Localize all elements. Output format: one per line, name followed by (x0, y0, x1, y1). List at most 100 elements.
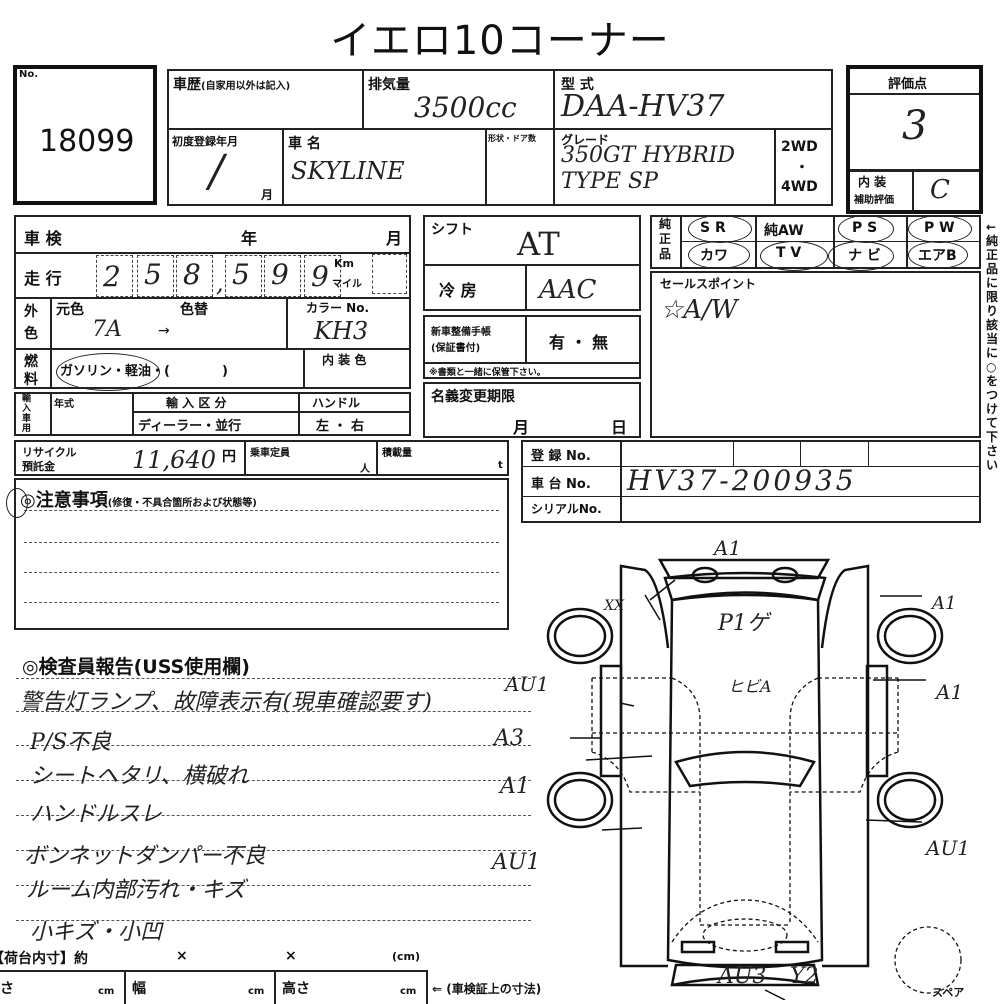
rear-window (674, 750, 816, 788)
lot-no-label: No. (19, 69, 39, 80)
exterior-label-2: 色 (24, 326, 38, 342)
cargo-width-label: 幅 (132, 981, 146, 997)
mark-left-door: A1 (500, 774, 530, 799)
mileage-comma: , (216, 269, 224, 297)
interior-label: 内 装 (858, 175, 887, 189)
mark-left-rear-fender: AU1 (505, 672, 550, 696)
color-no-value: KH3 (314, 317, 369, 345)
history-label: 車歴 (173, 77, 201, 93)
inspector-title: ◎検査員報告(USS使用欄) (22, 656, 250, 678)
orig-color-value: 7A (92, 317, 122, 342)
drive-4wd: 4WD (781, 179, 818, 195)
mileage-label: 走 行 (24, 269, 62, 288)
mark-rear-glass: ヒビA (728, 677, 772, 696)
cargo-height-label: 高さ (282, 981, 310, 997)
sales-point-label: セールスポイント (660, 277, 757, 291)
notes-subtitle: (修復・不具合箇所および状態等) (107, 498, 257, 509)
reg-no-label: 登 録 No. (531, 449, 591, 464)
ac-label: 冷 房 (439, 281, 477, 300)
mark-right-front: AU1 (926, 836, 971, 860)
right-door-open (820, 564, 870, 676)
genuine-label: 純正品 (659, 217, 672, 261)
cargo-height-unit: cm (400, 986, 417, 997)
score-box: 評価点 3 内 装 補助評価 C (846, 65, 983, 214)
mark-left-quarter: XX (604, 598, 624, 614)
import-year-label: 年式 (54, 399, 74, 410)
shift-label: シフト (431, 222, 473, 238)
mileage-digit: 8 (183, 258, 201, 291)
cargo-width-unit: cm (248, 986, 265, 997)
genuine-side-note: ←純正品に限り該当に○をつけて下さい (986, 220, 999, 472)
chassis-no-value: HV37-200935 (627, 464, 857, 497)
option-alloy-wheel[interactable]: 純AW (764, 223, 804, 239)
displacement-label: 排気量 (368, 77, 410, 93)
maintenance-sub-label: (保証書付) (431, 343, 481, 354)
mileage-digit: 2 (103, 260, 121, 293)
cargo-length-label: 長さ (0, 981, 14, 997)
sales-point-box: セールスポイント ☆A/W (650, 271, 981, 438)
inspector-line: シートヘタリ、横破れ (30, 764, 249, 789)
mark-front-bumper-2: Y2 (790, 964, 819, 989)
maintenance-options: 有 ・ 無 (549, 333, 609, 352)
first-reg-label: 初度登録年月 (172, 135, 238, 148)
left-door-open (619, 564, 670, 676)
name-change-block: 名義変更期限 月 日 (423, 382, 641, 438)
inspector-line: 小キズ・小凹 (30, 920, 163, 945)
recycle-unit: 円 (222, 449, 236, 465)
grade-line2: TYPE SP (561, 169, 658, 194)
mileage-digit: 9 (271, 258, 289, 291)
score-value: 3 (902, 103, 928, 149)
sheet-title: イエロ10コーナー (330, 18, 670, 64)
spare-tire (894, 926, 962, 994)
recycle-value: 11,640 (132, 446, 216, 474)
model-code-label: 型 式 (561, 77, 594, 93)
maintenance-block: 新車整備手帳 (保証書付) 有 ・ 無 ※書類と一緒に保管下さい。 (423, 315, 641, 379)
car-name-label: 車 名 (288, 136, 321, 152)
inspector-line: P/S不良 (30, 730, 112, 755)
first-reg-month: 月 (261, 188, 274, 202)
inspector-line: 警告灯ランプ、故障表示有(現車確認要す) (20, 690, 432, 715)
mileage-digit: 5 (144, 258, 162, 291)
lot-number-box: No. 18099 (13, 65, 157, 205)
ac-value: AAC (539, 275, 597, 305)
wheel-front-left (553, 614, 607, 658)
notes-box: ◎注意事項(修復・不具合箇所および状態等) (14, 478, 509, 630)
car-name-value: SKYLINE (291, 157, 405, 185)
fuel-label-1: 燃 (24, 354, 38, 370)
inspection-label: 車 検 (24, 229, 62, 248)
chassis-no-label: 車 台 No. (531, 477, 591, 492)
spare-label: スペア (932, 986, 965, 999)
car-body (666, 591, 824, 969)
recycle-label: リサイクル (22, 446, 77, 459)
notes-title: ◎注意事項 (20, 490, 108, 511)
grade-label: グレード (561, 133, 610, 147)
genuine-parts-block: 純正品 S R 純AW P S P W カワ T V ナ ビ エアB (650, 215, 981, 271)
maintenance-label: 新車整備手帳 (431, 327, 491, 338)
inspection-block: 車 検 年 月 走 行 2 5 8 , 5 9 9 Km マイル 外 色 元色 … (14, 215, 411, 391)
handle-label: ハンドル (312, 396, 361, 410)
history-note: (自家用以外は記入) (201, 81, 291, 92)
capacity-label: 乗車定員 (250, 448, 290, 459)
import-label: 輸入車用 (22, 394, 32, 434)
model-code-value: DAA-HV37 (561, 89, 725, 124)
mileage-digits: 2 5 8 , 5 9 9 (82, 253, 352, 297)
recycle-sub-label: 預託金 (22, 460, 55, 473)
handle-options: 左 ・ 右 (316, 419, 365, 434)
fuel-gasoline-circle (56, 353, 160, 391)
interior-sub-label: 補助評価 (854, 195, 894, 206)
exterior-label-1: 外 (24, 304, 38, 320)
inspection-year: 年 (241, 229, 258, 248)
capacity-unit: 人 (360, 464, 370, 475)
shift-ac-block: シフト AT 冷 房 AAC (423, 215, 641, 311)
mark-right-rear-door: A1 (932, 593, 957, 614)
drive-2wd: 2WD (781, 139, 818, 155)
sales-point-value: ☆A/W (660, 295, 738, 325)
cargo-x1: × (176, 948, 188, 964)
inspection-month: 月 (386, 229, 403, 248)
name-change-day: 日 (611, 418, 628, 437)
load-label: 積載量 (382, 448, 412, 459)
fuel-label-2: 料 (24, 372, 38, 388)
interior-score: C (930, 175, 950, 205)
mark-right-door: A1 (936, 680, 964, 704)
inspector-line: ルーム内部汚れ・キズ (26, 878, 246, 903)
